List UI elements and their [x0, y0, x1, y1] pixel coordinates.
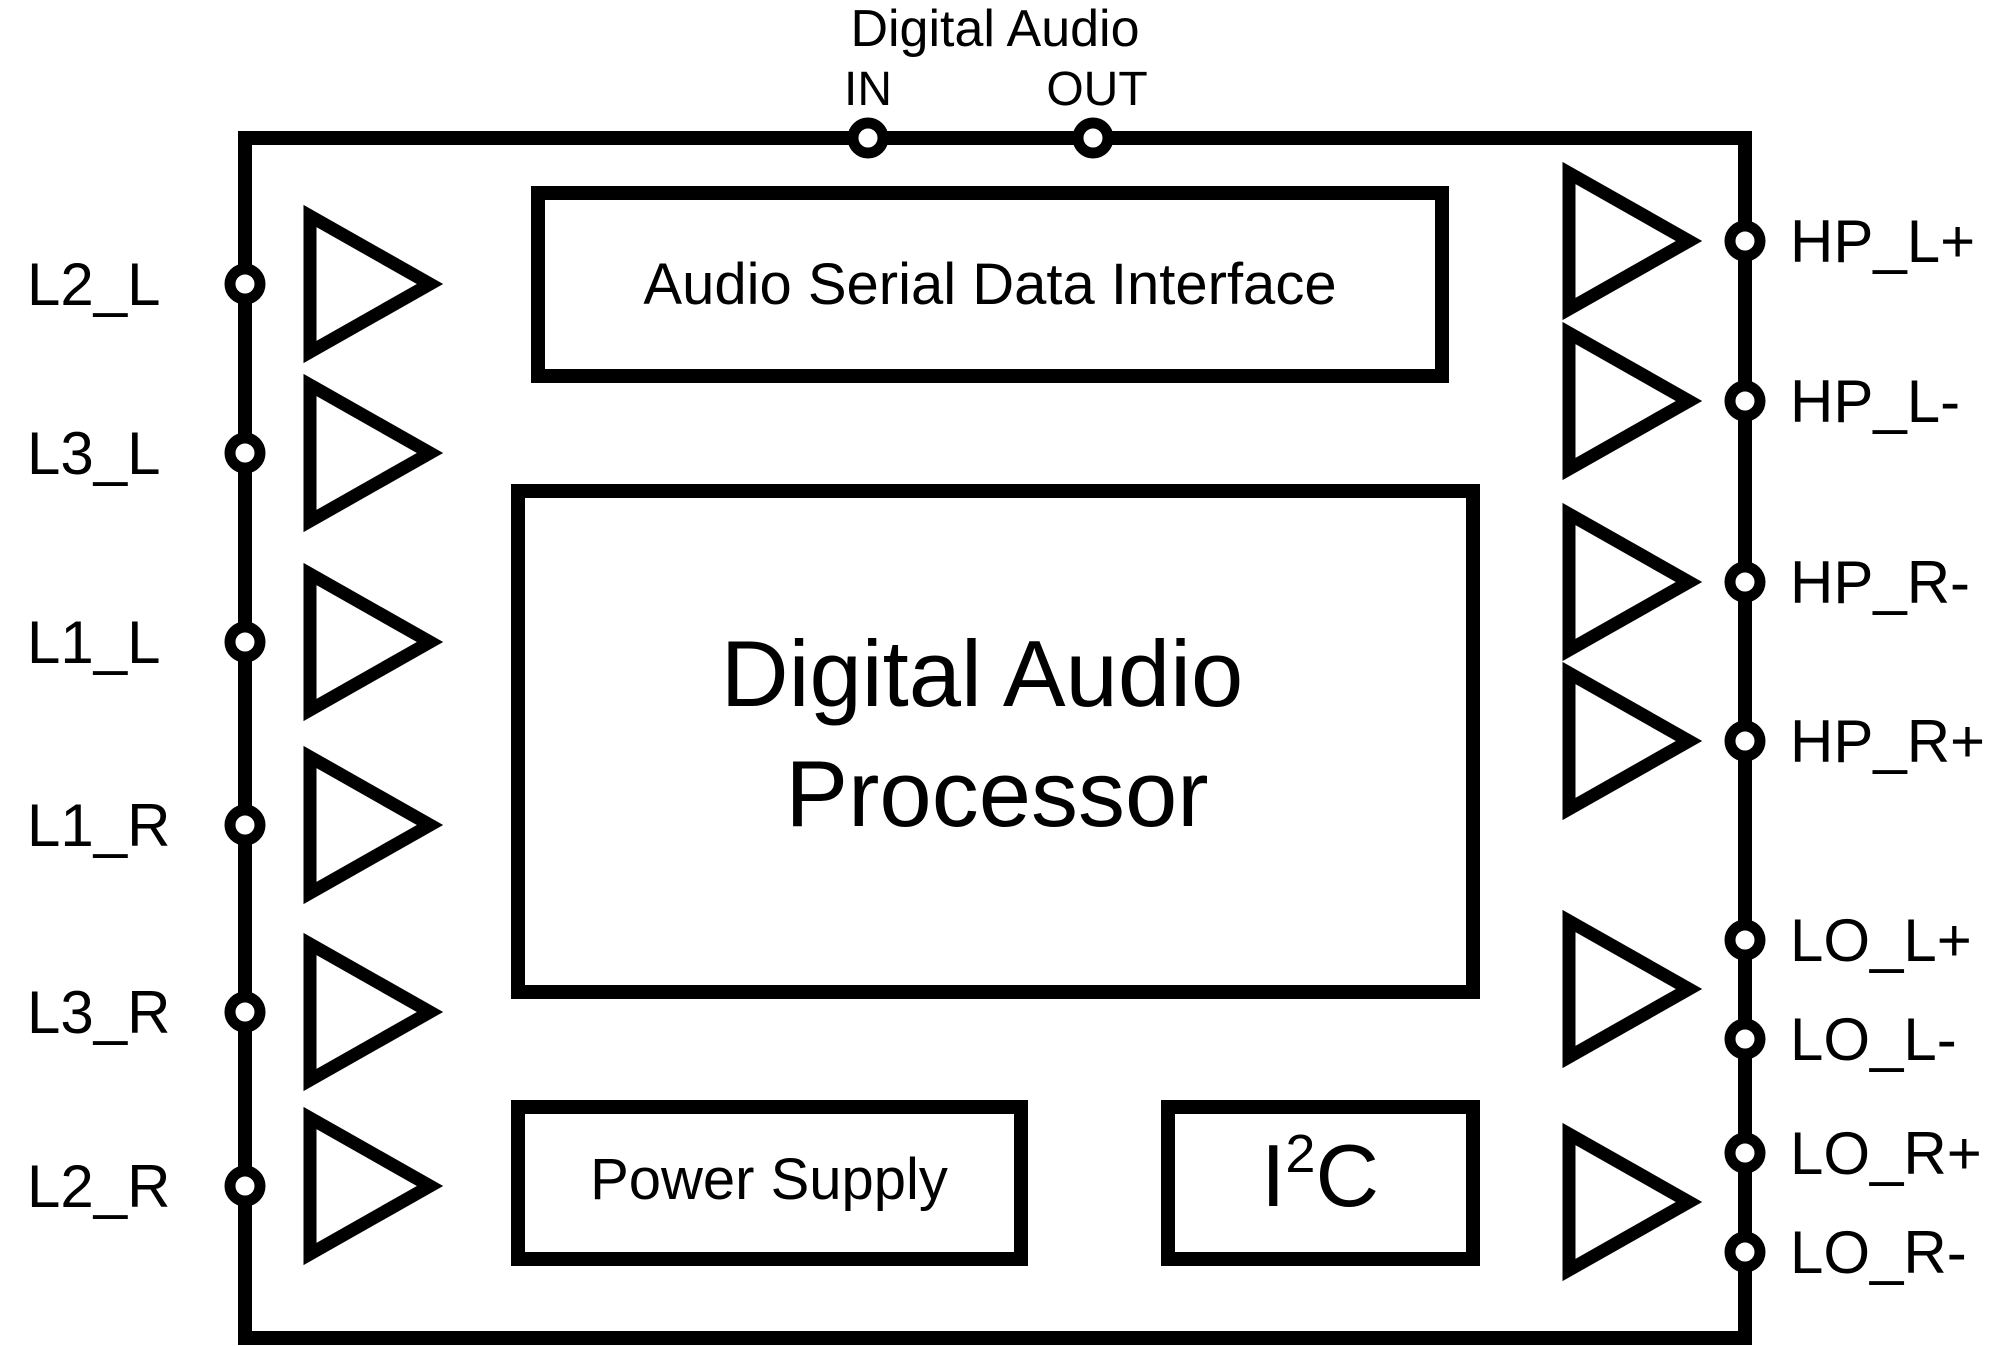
power-supply-label: Power Supply: [590, 1147, 948, 1212]
input-amplifier-l1-l: [303, 562, 444, 722]
input-amplifier-l2-l: [303, 204, 444, 364]
i2c-label-base: I: [1261, 1126, 1285, 1225]
pin-hp-lplus: [1724, 220, 1766, 262]
pin-label-lo-rplus: LO_R+: [1790, 1120, 1982, 1187]
digital-audio-in-label: IN: [844, 63, 892, 116]
digital-audio-in-pin: [847, 117, 889, 159]
pin-label-l3-r: L3_R: [27, 979, 170, 1046]
pin-label-hp-rplus: HP_R+: [1790, 708, 1985, 775]
digital-audio-out-pin: [1072, 117, 1114, 159]
serial-interface-label: Audio Serial Data Interface: [643, 252, 1336, 317]
output-amplifier-lo-r: [1562, 1122, 1703, 1282]
digital-audio-out-label: OUT: [1046, 63, 1147, 116]
pin-lo-rplus: [1724, 1132, 1766, 1174]
left-input-pins: L2_L L3_L L1_L L1_R L3_R L2_R: [27, 204, 444, 1266]
pin-l1-l: [224, 621, 266, 663]
output-amplifier-hp-r-plus: [1562, 661, 1703, 821]
processor-label-line2: Processor: [785, 741, 1208, 846]
pin-hp-rminus: [1724, 561, 1766, 603]
pin-label-lo-rminus: LO_R-: [1790, 1219, 1967, 1286]
input-amplifier-l3-l: [303, 373, 444, 533]
serial-interface-block: [531, 186, 1449, 383]
i2c-label: I2C: [1261, 1124, 1379, 1225]
output-amplifier-lo-l: [1562, 909, 1703, 1069]
pin-label-l1-l: L1_L: [27, 609, 160, 676]
power-supply-block: [511, 1100, 1028, 1266]
pin-lo-lplus: [1724, 919, 1766, 961]
pin-l1-r: [224, 804, 266, 846]
pin-l3-r: [224, 991, 266, 1033]
pin-l2-r: [224, 1165, 266, 1207]
pin-l2-l: [224, 263, 266, 305]
i2c-label-tail: C: [1315, 1126, 1379, 1225]
input-amplifier-l1-r: [303, 745, 444, 905]
output-amplifier-hp-l-plus: [1562, 161, 1703, 321]
output-amplifier-hp-l-minus: [1562, 321, 1703, 481]
digital-audio-title: Digital Audio: [850, 0, 1139, 58]
pin-label-l2-r: L2_R: [27, 1153, 170, 1220]
pin-hp-rplus: [1724, 720, 1766, 762]
pin-label-l1-r: L1_R: [27, 792, 170, 859]
processor-block: [511, 484, 1480, 999]
input-amplifier-l3-r: [303, 932, 444, 1092]
pin-hp-lminus: [1724, 380, 1766, 422]
pin-label-hp-rminus: HP_R-: [1790, 549, 1970, 616]
pin-label-l2-l: L2_L: [27, 251, 160, 318]
pin-label-lo-lminus: LO_L-: [1790, 1006, 1957, 1073]
pin-l3-l: [224, 432, 266, 474]
pin-label-hp-lplus: HP_L+: [1790, 208, 1975, 275]
pin-label-hp-lminus: HP_L-: [1790, 368, 1960, 435]
input-amplifier-l2-r: [303, 1106, 444, 1266]
processor-label-line1: Digital Audio: [721, 621, 1244, 726]
pin-label-l3-l: L3_L: [27, 420, 160, 487]
i2c-label-superscript: 2: [1285, 1124, 1315, 1184]
right-output-pins: HP_L+ HP_L- HP_R- HP_R+ LO_L+ LO_L- LO_R+ LO_R-: [1562, 161, 1985, 1286]
pin-lo-rminus: [1724, 1231, 1766, 1273]
output-amplifier-hp-r-minus: [1562, 502, 1703, 662]
pin-lo-lminus: [1724, 1018, 1766, 1060]
pin-label-lo-lplus: LO_L+: [1790, 907, 1972, 974]
i2c-block: [1161, 1100, 1480, 1266]
